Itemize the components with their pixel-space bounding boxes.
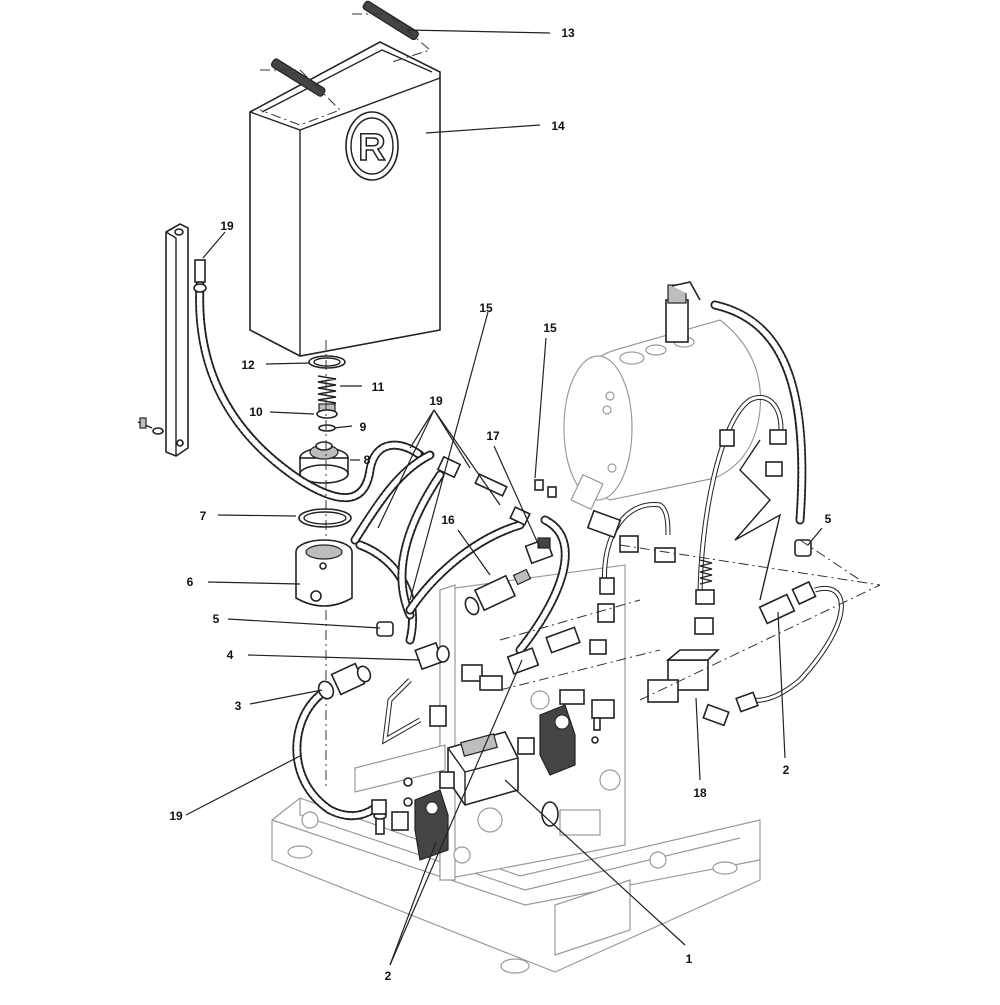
label-19-bottom: 19 (169, 809, 183, 823)
label-19-mid: 19 (429, 394, 443, 408)
leader-lines (185, 29, 823, 966)
label-9: 9 (360, 420, 367, 434)
label-16: 16 (441, 513, 455, 527)
label-19-top: 19 (220, 219, 234, 233)
brand-logo-icon (345, 111, 399, 181)
brand-logo-letter: R (358, 127, 385, 169)
label-8: 8 (364, 453, 371, 467)
tank-valve-assembly (295, 355, 353, 790)
label-4: 4 (227, 648, 234, 662)
label-5-right: 5 (825, 512, 832, 526)
machine-frame (271, 564, 761, 974)
callout-labels: 13 14 19 15 15 12 11 10 9 19 17 8 7 16 5… (169, 26, 831, 983)
label-3: 3 (235, 699, 242, 713)
label-6: 6 (187, 575, 194, 589)
label-15-left: 15 (479, 301, 493, 315)
boiler (563, 281, 762, 511)
hoses (195, 280, 844, 821)
fittings (193, 259, 817, 861)
label-10: 10 (249, 405, 263, 419)
label-18: 18 (693, 786, 707, 800)
label-2-right: 2 (783, 763, 790, 777)
label-12: 12 (241, 358, 255, 372)
label-5-left: 5 (213, 612, 220, 626)
label-11: 11 (372, 380, 385, 394)
label-1: 1 (686, 952, 693, 966)
water-tank: R (249, 0, 441, 357)
label-13: 13 (561, 26, 575, 40)
label-7: 7 (200, 509, 207, 523)
assembly-centerlines (325, 340, 881, 701)
label-2-bottom: 2 (385, 969, 392, 983)
label-15-right: 15 (543, 321, 557, 335)
side-bracket (137, 223, 189, 457)
label-17: 17 (486, 429, 500, 443)
label-14: 14 (551, 119, 565, 133)
